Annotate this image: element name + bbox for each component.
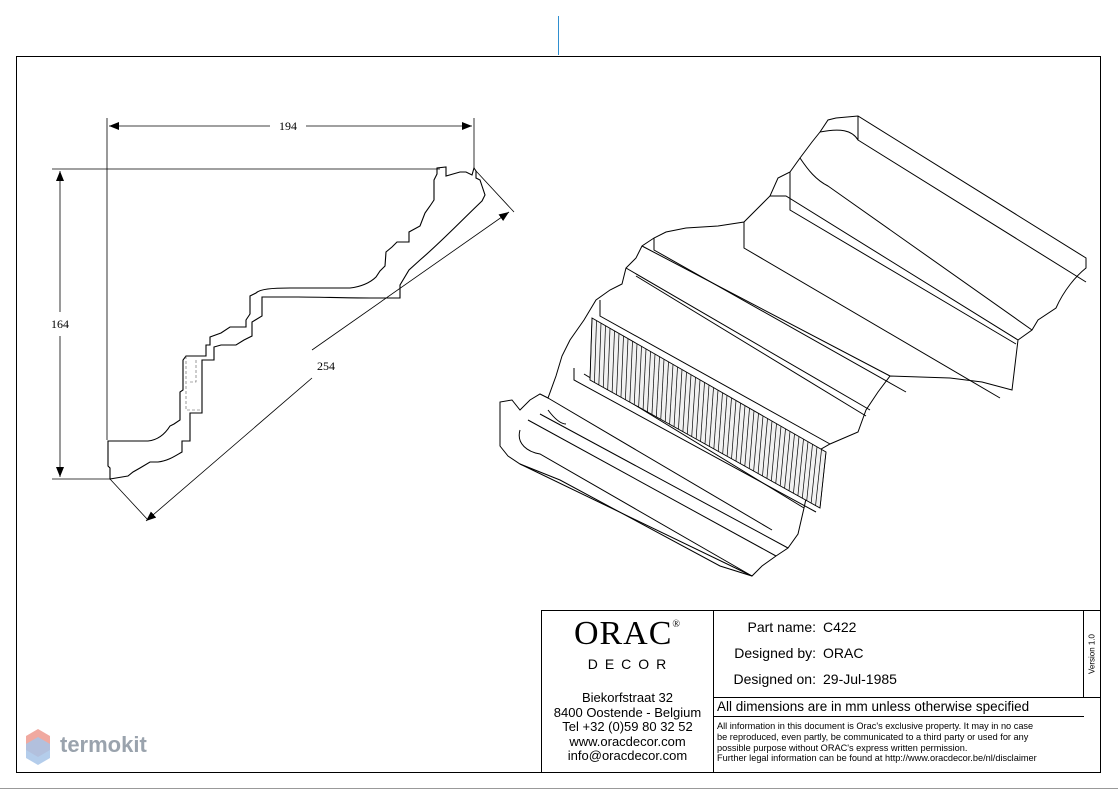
info-panel: Part name: C422 Designed by: ORAC Design… xyxy=(713,611,1084,772)
dentil-rib xyxy=(762,418,768,477)
dentil-rib xyxy=(810,446,818,504)
extension-lines xyxy=(52,118,515,521)
company-panel: ORAC® DECOR Biekorfstraat 32 8400 Oosten… xyxy=(542,611,714,772)
dentil-rib xyxy=(700,382,705,442)
dentil-rib xyxy=(686,374,692,435)
dentil-rib xyxy=(788,433,795,491)
dentil-rib xyxy=(748,410,755,469)
designed-on-label: Designed on: xyxy=(733,671,816,687)
part-name-value: C422 xyxy=(823,619,857,635)
legal-line: Further legal information can be found a… xyxy=(717,753,1037,764)
dentil-rib xyxy=(784,431,791,489)
dentil-rib xyxy=(669,364,674,425)
moulding-3d-view xyxy=(499,115,1087,577)
dentil-band xyxy=(589,317,827,509)
dentil-rib xyxy=(647,351,651,413)
dentil-rib xyxy=(616,333,620,395)
dentil-rib xyxy=(815,449,822,506)
address-city: 8400 Oostende - Belgium xyxy=(553,704,702,720)
watermark-logo: termokit xyxy=(24,727,184,767)
orac-logo: ORAC® xyxy=(542,615,713,653)
dentil-rib xyxy=(797,439,804,496)
dentil-rib xyxy=(819,451,827,509)
dentil-rib xyxy=(673,366,678,427)
title-block: ORAC® DECOR Biekorfstraat 32 8400 Oosten… xyxy=(541,610,1101,773)
designed-on-value: 29-Jul-1985 xyxy=(823,671,897,687)
dentil-rib xyxy=(801,441,809,499)
designed-by-label: Designed by: xyxy=(734,645,816,661)
dentil-rib xyxy=(589,317,593,381)
dentil-rib xyxy=(757,415,764,474)
legal-line: be reproduced, even partly, be communica… xyxy=(717,731,1029,742)
dentil-rib xyxy=(651,354,656,415)
version-box: Version 1.0 xyxy=(1083,611,1100,698)
dentil-rib xyxy=(691,377,696,437)
dentil-rib xyxy=(744,408,750,467)
dentil-rib xyxy=(735,403,741,462)
logo-name: ORAC xyxy=(573,615,673,652)
dentil-rib xyxy=(655,356,660,417)
dentil-rib xyxy=(709,387,714,447)
dentil-rib xyxy=(607,328,611,390)
address-tel: Tel +32 (0)59 80 32 52 xyxy=(562,719,693,735)
profile-hidden-line xyxy=(185,356,202,411)
dimension-lines xyxy=(56,122,510,522)
part-name-row: Part name: C422 xyxy=(713,619,1068,645)
address-street: Biekorfstraat 32 xyxy=(581,690,674,705)
dentil-rib xyxy=(629,341,633,403)
dentil-rib xyxy=(717,392,723,452)
dentil-rib xyxy=(704,384,710,445)
dentil-rib xyxy=(779,428,786,486)
dimensions-note: All dimensions are in mm unless otherwis… xyxy=(713,697,1084,717)
dentil-rib xyxy=(642,348,647,410)
dentil-rib xyxy=(611,330,615,393)
legal-line: All information in this document is Orac… xyxy=(717,721,1034,731)
designed-on-row: Designed on: 29-Jul-1985 xyxy=(713,671,1068,697)
cornice-profile xyxy=(107,166,486,480)
dentil-rib xyxy=(726,397,732,457)
address-web: www.oracdecor.com xyxy=(569,733,686,749)
address-email: info@oracdecor.com xyxy=(567,748,688,764)
top-center-mark xyxy=(558,16,559,55)
dentil-rib xyxy=(713,390,719,449)
page-bottom-rule xyxy=(0,788,1118,789)
part-fields: Part name: C422 Designed by: ORAC Design… xyxy=(713,619,1068,697)
dentil-rib xyxy=(793,436,800,494)
dentil-rib xyxy=(625,338,629,400)
dentil-rib xyxy=(770,423,777,481)
dentil-rib xyxy=(638,346,642,408)
dentil-rib xyxy=(598,323,602,385)
dentil-rib xyxy=(766,421,773,479)
dentil-rib xyxy=(753,413,759,472)
dimension-width-label: 194 xyxy=(279,119,297,133)
dentil-rib xyxy=(682,372,687,432)
registered-mark: ® xyxy=(672,619,682,630)
designed-by-row: Designed by: ORAC xyxy=(713,645,1068,671)
dentil-rib xyxy=(775,426,782,484)
hexagon-icon xyxy=(26,729,50,765)
dentil-rib xyxy=(695,379,701,440)
dentil-rib xyxy=(806,444,813,501)
dentil-rib xyxy=(602,325,606,388)
logo-subtitle: DECOR xyxy=(587,656,674,672)
part-name-label: Part name: xyxy=(747,619,816,635)
dentil-rib xyxy=(678,369,683,430)
dimension-diagonal-label: 254 xyxy=(317,359,335,373)
legal-line: possible purpose without ORAC's express … xyxy=(717,742,968,753)
dentil-rib xyxy=(633,343,638,405)
dimension-height-label: 164 xyxy=(51,317,69,331)
dentil-rib xyxy=(740,405,746,464)
company-address: Biekorfstraat 32 8400 Oostende - Belgium… xyxy=(542,690,713,764)
version-label: Version 1.0 xyxy=(1087,633,1097,675)
dentil-rib xyxy=(620,336,624,398)
watermark-text: termokit xyxy=(60,732,147,757)
dentil-rib xyxy=(722,395,728,454)
legal-notice: All information in this document is Orac… xyxy=(717,721,1081,764)
dentil-rib xyxy=(660,359,665,420)
dentil-rib xyxy=(664,361,669,422)
dentil-rib xyxy=(594,320,597,383)
dentil-rib xyxy=(731,400,737,459)
designed-by-value: ORAC xyxy=(823,645,864,661)
